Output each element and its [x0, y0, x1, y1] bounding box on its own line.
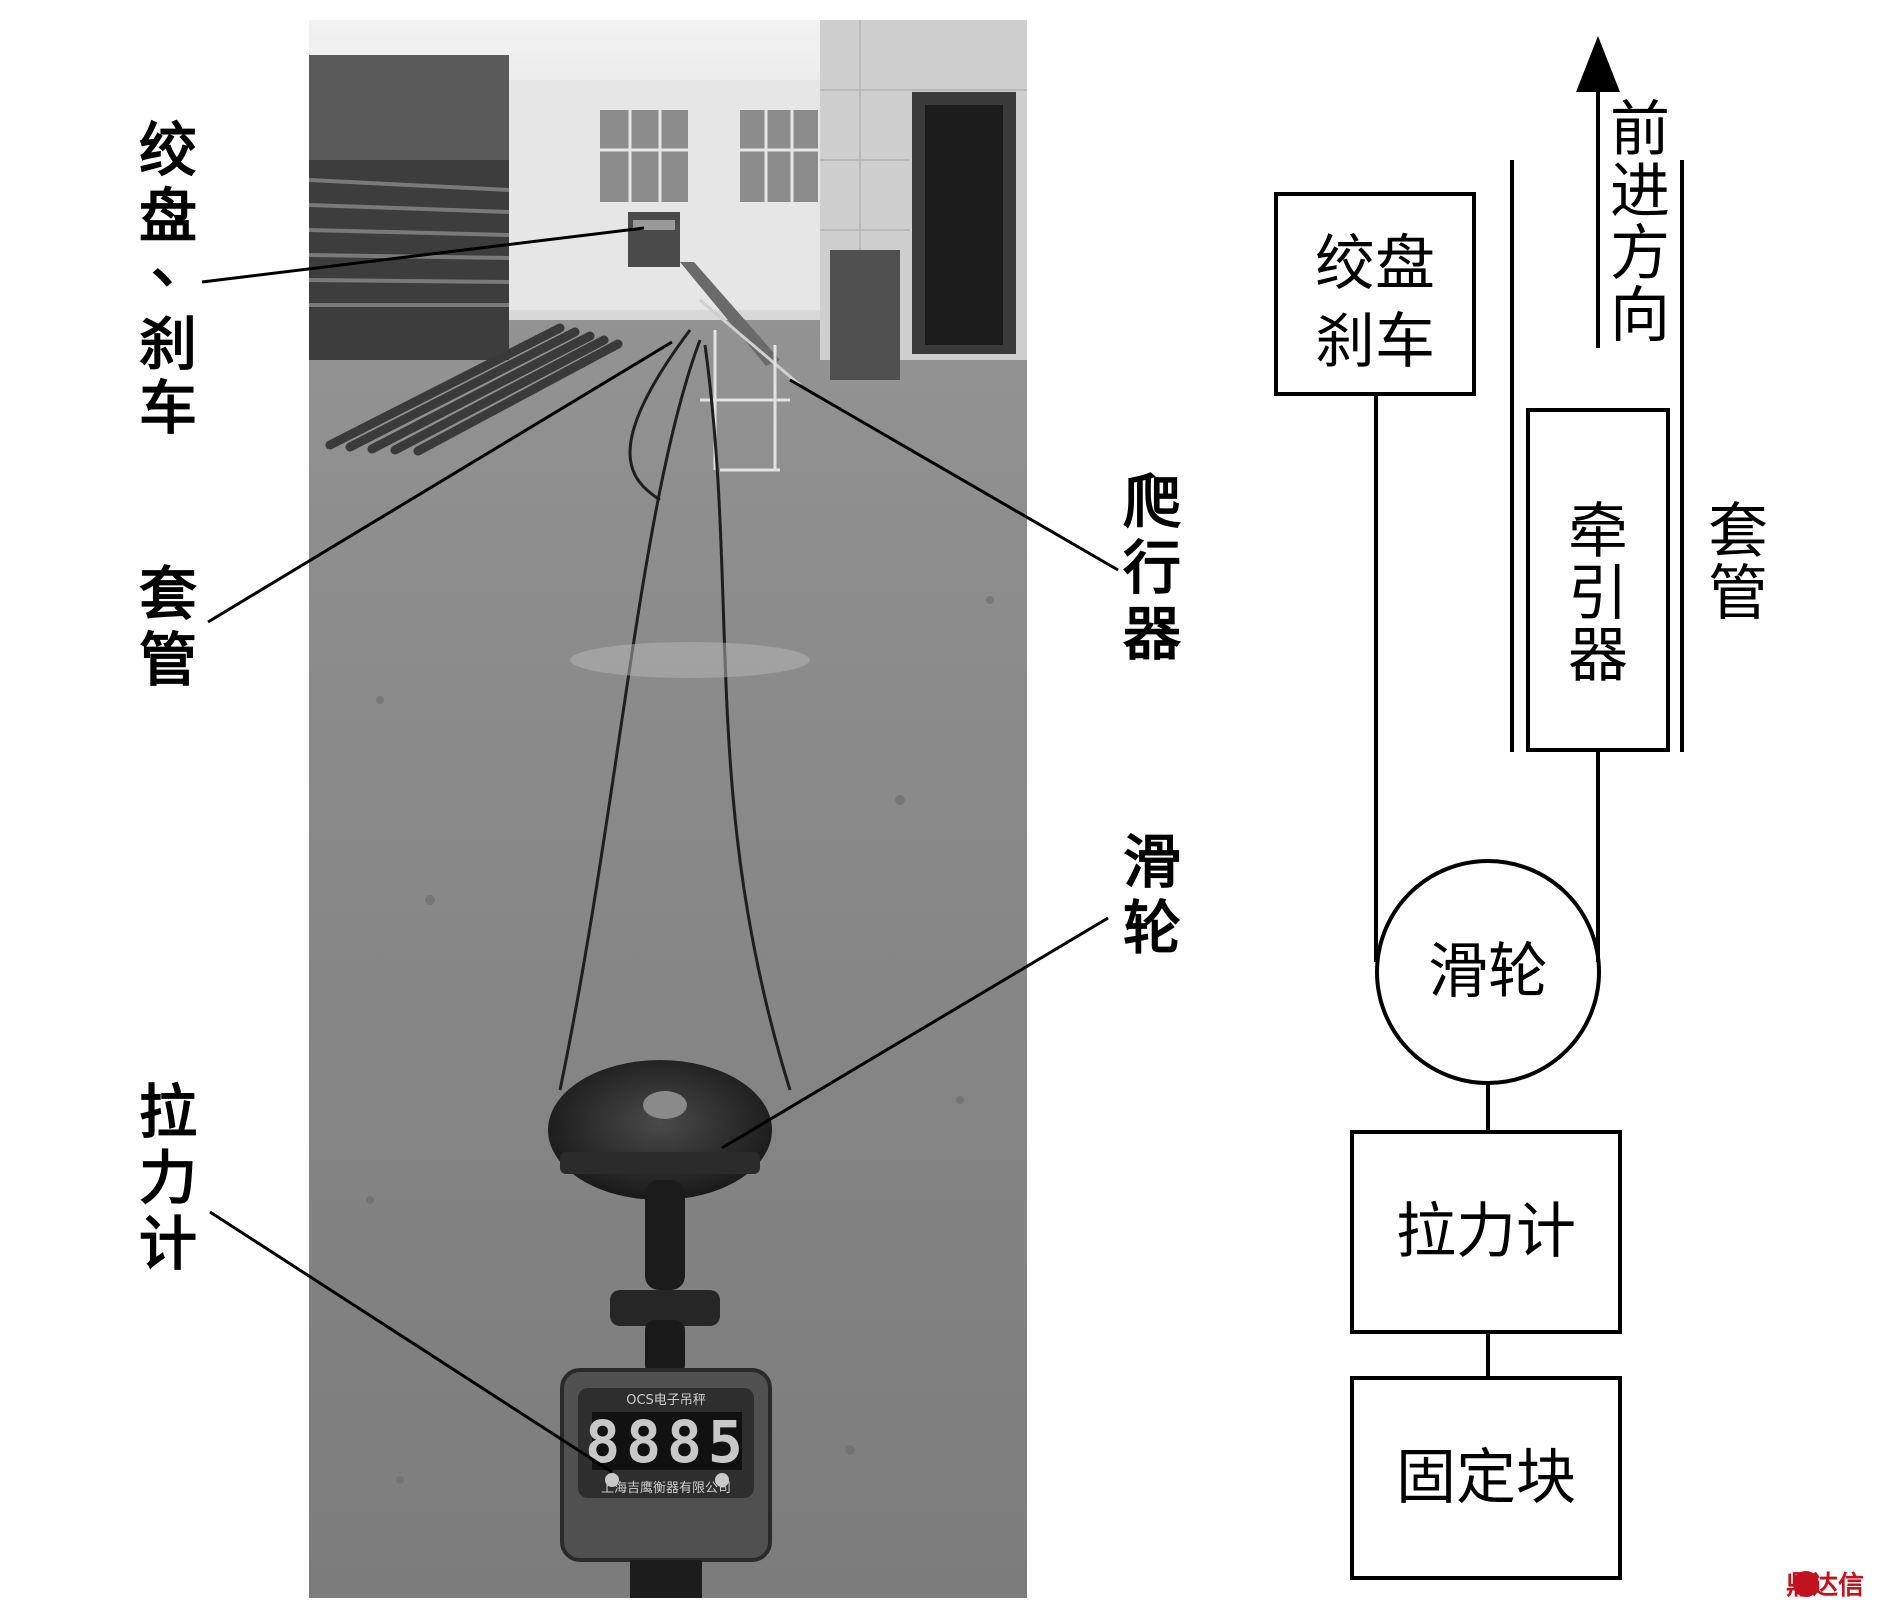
fixed-block-box [1350, 1376, 1622, 1580]
pipes-on-ground [325, 323, 623, 456]
window [740, 110, 818, 202]
equipment-cart [830, 250, 900, 380]
casing-label: 套 管 [1708, 497, 1768, 629]
svg-text:轮: 轮 [1123, 894, 1181, 962]
photo-label-winch: 绞 盘 、 刹 车 [139, 116, 209, 442]
gauge-button-left [605, 1473, 619, 1487]
shackle [645, 1180, 685, 1290]
svg-text:器: 器 [1568, 621, 1628, 691]
svg-text:牵: 牵 [1568, 497, 1628, 567]
svg-text:计: 计 [139, 1210, 197, 1278]
direction-label: 前 进 方 向 [1610, 95, 1670, 351]
svg-text:拉: 拉 [139, 1078, 197, 1146]
svg-text:向: 向 [1610, 281, 1670, 351]
leader-lines [201, 226, 1119, 1474]
photo-label-tension: 拉 力 计 [139, 1078, 197, 1278]
svg-text:套: 套 [139, 560, 197, 628]
svg-text:套: 套 [1708, 497, 1768, 567]
pulley-label: 滑轮 [1428, 937, 1548, 1007]
svg-text:器: 器 [1123, 600, 1182, 668]
svg-text:车: 车 [139, 374, 197, 442]
photo-label-crawler: 爬 行 器 [1123, 468, 1182, 668]
gauge-title: OCS电子吊秤 [626, 1393, 706, 1408]
winch-box-line2: 刹车 [1315, 307, 1435, 377]
svg-text:绞: 绞 [139, 116, 197, 184]
schematic-diagram [1274, 80, 1684, 1580]
svg-text:引: 引 [1568, 559, 1628, 629]
gauge-maker: 上海吉鹰衡器有限公司 [601, 1480, 731, 1496]
casing-pipe [680, 262, 780, 366]
tension-gauge: OCS电子吊秤 8885 上海吉鹰衡器有限公司 [560, 1368, 772, 1598]
svg-text:方: 方 [1610, 219, 1670, 289]
gauge-button-right [715, 1473, 729, 1487]
experiment-photo: OCS电子吊秤 8885 上海吉鹰衡器有限公司 [308, 20, 1027, 1598]
pulley [548, 1060, 772, 1200]
gauge-readout: 8885 [585, 1408, 749, 1476]
svg-text:力: 力 [139, 1144, 197, 1212]
watermark-text: 鼎达信 [1786, 1571, 1864, 1601]
svg-text:进: 进 [1610, 157, 1670, 227]
watermark-icon [1793, 1571, 1819, 1597]
winch-box-line1: 绞盘 [1315, 229, 1435, 299]
photo-label-casing: 套 管 [139, 560, 197, 694]
direction-arrow-head [1576, 36, 1620, 92]
svg-text:行: 行 [1123, 534, 1181, 602]
svg-text:管: 管 [139, 626, 197, 694]
svg-text:刹: 刹 [139, 310, 197, 378]
svg-text:盘: 盘 [139, 182, 197, 250]
watermark-logo: 鼎达信 [1786, 1571, 1864, 1601]
window [600, 110, 688, 202]
svg-text:、: 、 [151, 228, 209, 296]
svg-text:前: 前 [1610, 95, 1670, 165]
fixed-block-label: 固定块 [1396, 1443, 1576, 1513]
svg-text:滑: 滑 [1123, 828, 1181, 896]
svg-text:爬: 爬 [1123, 468, 1181, 536]
tractor-label: 牵 引 器 [1568, 497, 1628, 691]
photo-label-pulley: 滑 轮 [1123, 828, 1181, 962]
tension-gauge-label: 拉力计 [1396, 1197, 1576, 1267]
svg-text:管: 管 [1708, 559, 1768, 629]
